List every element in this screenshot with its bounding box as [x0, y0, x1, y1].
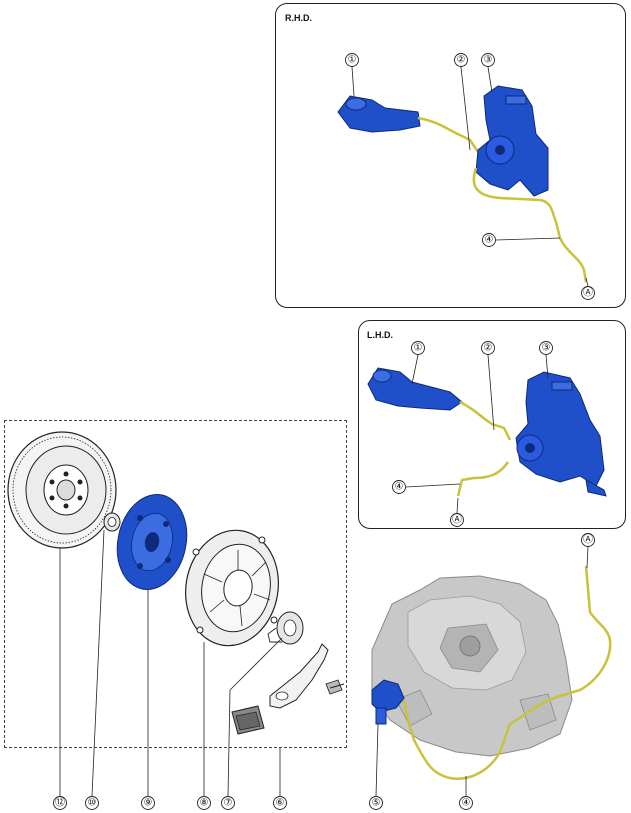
rhd-callout-a: Ⓐ	[583, 287, 593, 299]
rhd-callout-1: ①	[348, 55, 357, 66]
rhd-panel: R.H.D.	[275, 3, 626, 308]
pilot-bearing	[103, 512, 121, 532]
callout-9: ⑨	[144, 798, 153, 809]
callout-12-circle	[53, 796, 67, 810]
callout-5-circle	[369, 796, 383, 810]
callout-6-circle	[273, 796, 287, 810]
callout-4-bottom-circle	[459, 796, 473, 810]
release-fork-boot	[231, 705, 265, 735]
callout-7-circle	[221, 796, 235, 810]
callout-9-circle	[141, 796, 155, 810]
rhd-callout-3-circle	[481, 53, 495, 67]
callout-8-circle	[197, 796, 211, 810]
rhd-clutch-pipe-1	[417, 116, 480, 153]
transmission-clutch-pipe	[391, 565, 612, 781]
callout-12: ⑫	[55, 797, 65, 809]
rhd-callout-2-circle	[454, 53, 468, 67]
callout-8: ⑧	[200, 798, 209, 809]
lhd-callout-3: ③	[542, 343, 551, 354]
lhd-clutch-pipe-2	[456, 461, 510, 497]
callout-6: ⑥	[276, 798, 285, 809]
lhd-callout-1: ①	[414, 343, 423, 354]
rhd-clutch-pipe-2	[472, 167, 588, 283]
rhd-leader-lines	[351, 66, 589, 287]
transmission-housing	[371, 575, 573, 757]
rhd-callout-a-circle	[581, 286, 595, 300]
rhd-callout-4-circle	[482, 233, 496, 247]
clutch-release-cylinder	[371, 679, 405, 725]
callout-4-bottom: ④	[462, 798, 471, 809]
release-bearing	[267, 611, 304, 645]
rhd-callout-1-circle	[345, 53, 359, 67]
clutch-disc	[116, 494, 188, 590]
callout-5: ⑤	[372, 798, 381, 809]
rhd-pedal-bracket	[475, 85, 549, 197]
lhd-callout-4: ④	[395, 482, 404, 493]
lhd-callout-2: ②	[484, 343, 493, 354]
transmission-callout-a: Ⓐ	[583, 534, 593, 546]
rhd-callout-3: ③	[484, 55, 493, 66]
lhd-callout-a: Ⓐ	[452, 514, 462, 526]
transmission-callout-a-circle	[581, 533, 595, 547]
flywheel	[7, 431, 117, 549]
lhd-callout-4-circle	[392, 480, 406, 494]
lhd-clutch-pipe-1	[459, 400, 512, 441]
callout-10-circle	[85, 796, 99, 810]
rhd-clutch-master-cylinder	[337, 95, 421, 133]
clutch-parts-box	[4, 420, 347, 748]
release-fork-pivot-bolt	[325, 679, 345, 695]
lhd-leader-lines	[405, 354, 549, 514]
lhd-callout-2-circle	[481, 341, 495, 355]
callout-10: ⑩	[88, 798, 97, 809]
rhd-callout-2: ②	[457, 55, 466, 66]
lhd-panel-title: L.H.D.	[367, 330, 393, 340]
transmission-leader-lines	[375, 545, 589, 797]
lhd-pedal-bracket	[515, 371, 607, 497]
rhd-panel-title: R.H.D.	[285, 13, 312, 23]
rhd-callout-4: ④	[485, 235, 494, 246]
release-fork	[269, 643, 329, 709]
lhd-callout-1-circle	[411, 341, 425, 355]
lhd-callout-3-circle	[539, 341, 553, 355]
clutch-cover	[184, 529, 280, 647]
clutch-leader-lines	[59, 529, 283, 797]
lhd-callout-a-circle	[450, 513, 464, 527]
lhd-clutch-master-cylinder	[367, 367, 463, 411]
callout-7: ⑦	[224, 798, 233, 809]
